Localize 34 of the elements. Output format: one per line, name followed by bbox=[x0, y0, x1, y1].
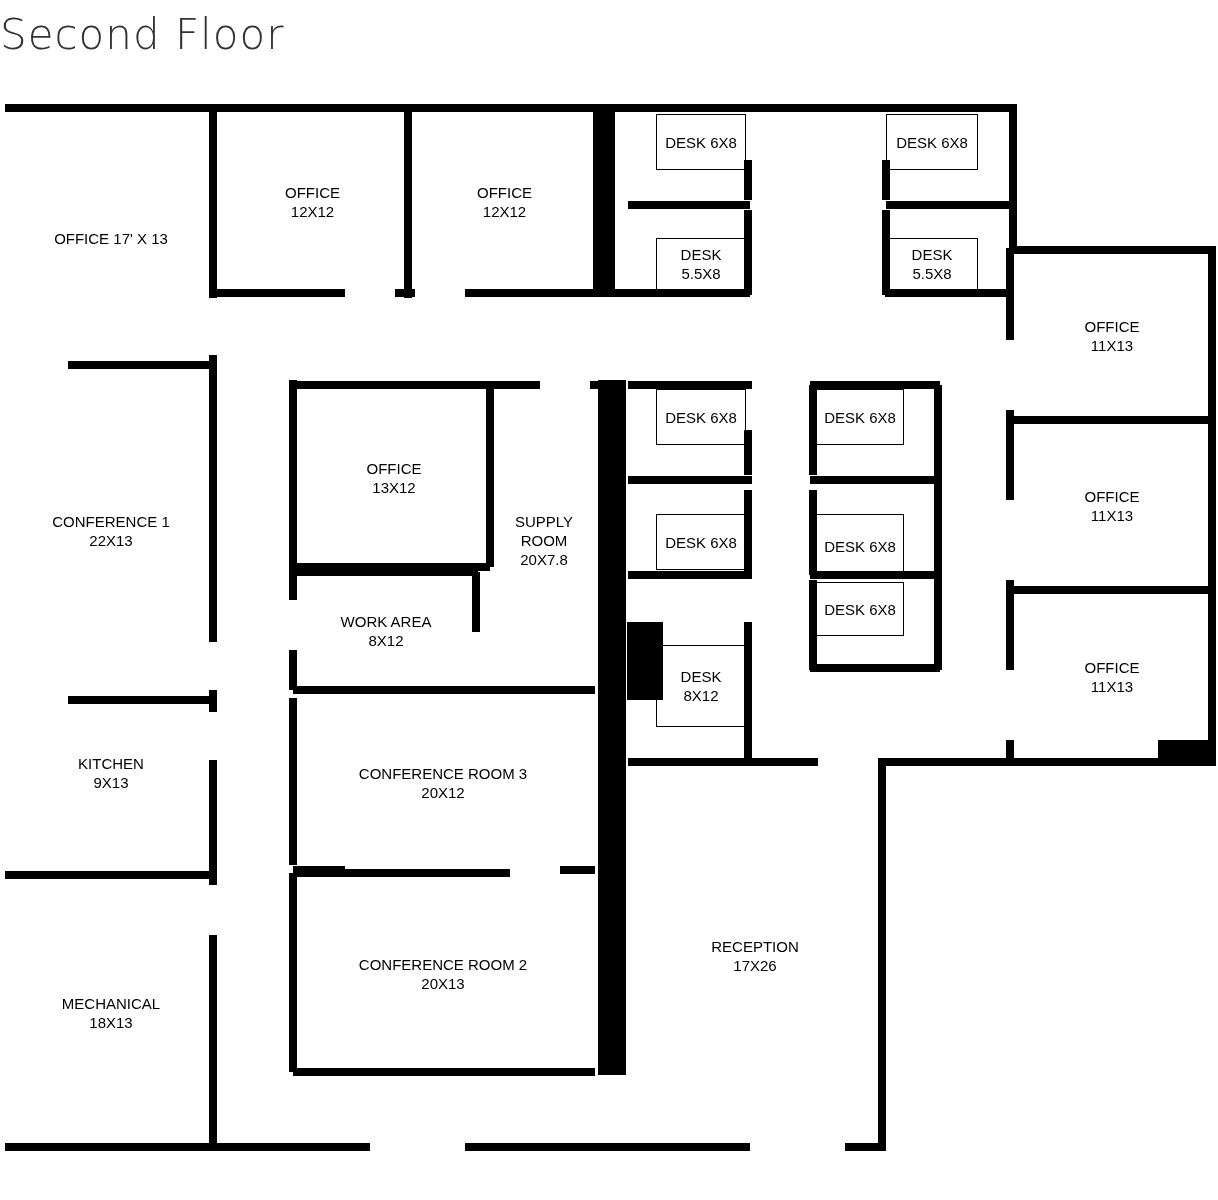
room-label: DESK 5.5X8 bbox=[910, 245, 954, 283]
room-label: DESK 5.5X8 bbox=[679, 245, 723, 283]
room-label: WORK AREA 8X12 bbox=[339, 612, 433, 650]
room-label: KITCHEN 9X13 bbox=[77, 753, 145, 792]
room-label: OFFICE 11X13 bbox=[1083, 317, 1141, 355]
room-label: SUPPLY ROOM 20X7.8 bbox=[513, 511, 575, 569]
desk-outline bbox=[656, 238, 746, 290]
page-title: Second Floor bbox=[0, 10, 285, 59]
room-label: OFFICE 11X13 bbox=[1083, 487, 1141, 525]
desk-outline bbox=[656, 645, 746, 727]
room-label: CONFERENCE 1 22X13 bbox=[51, 512, 171, 550]
room-label: OFFICE 17' X 13 bbox=[54, 228, 168, 248]
room-label: MECHANICAL 18X13 bbox=[60, 994, 162, 1032]
room-label: DESK 6X8 bbox=[824, 407, 896, 427]
desk-outline bbox=[656, 114, 746, 170]
room-label: OFFICE 11X13 bbox=[1083, 658, 1141, 696]
desk-outline bbox=[816, 582, 904, 636]
desk-outline bbox=[886, 114, 978, 170]
desk-outline bbox=[656, 514, 746, 570]
room-label: DESK 6X8 bbox=[665, 407, 737, 427]
room-label: DESK 6X8 bbox=[824, 536, 896, 556]
room-label: OFFICE 12X12 bbox=[476, 183, 533, 221]
room-label: OFFICE 12X12 bbox=[284, 183, 341, 221]
room-label: CONFERENCE ROOM 3 20X12 bbox=[357, 764, 529, 802]
room-label: DESK 6X8 bbox=[665, 532, 737, 552]
desk-outline bbox=[656, 389, 746, 445]
room-label: DESK 6X8 bbox=[665, 132, 737, 152]
room-label: CONFERENCE ROOM 2 20X13 bbox=[357, 955, 529, 993]
room-label: DESK 6X8 bbox=[896, 132, 968, 152]
room-label: RECEPTION 17X26 bbox=[710, 937, 800, 975]
room-label: DESK 8X12 bbox=[679, 667, 723, 705]
room-label: OFFICE 13X12 bbox=[365, 459, 423, 497]
room-label: DESK 6X8 bbox=[824, 599, 896, 619]
desk-outline bbox=[816, 389, 904, 445]
